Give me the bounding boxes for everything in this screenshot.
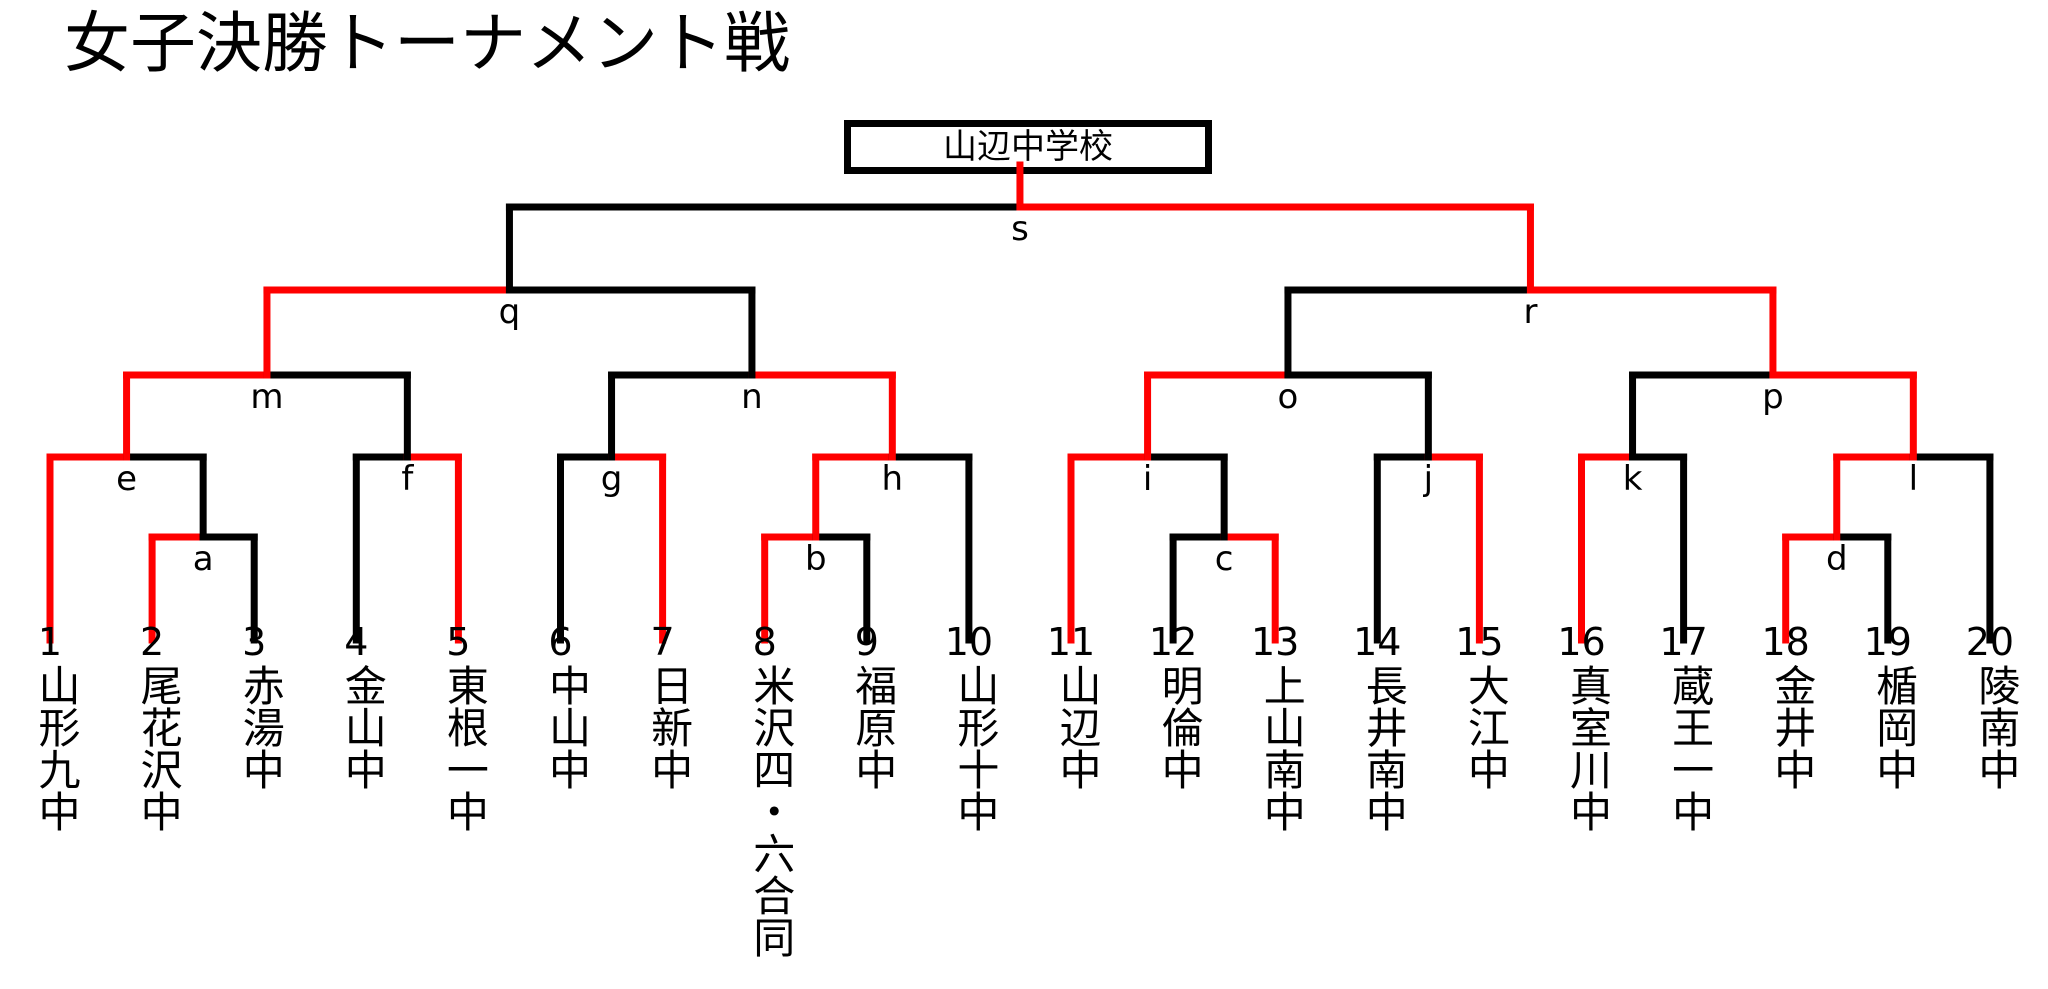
match-label-h: h — [882, 459, 904, 499]
match-label-j: j — [1423, 459, 1433, 499]
page-title: 女子決勝トーナメント戦 — [64, 5, 790, 82]
match-label-o: o — [1278, 377, 1299, 417]
team-seed: 12 — [1148, 620, 1198, 664]
team-seed: 3 — [242, 620, 267, 664]
match-label-m: m — [250, 377, 283, 417]
team-seed: 20 — [1965, 620, 2015, 664]
team-school-name: 長井南中 — [1359, 664, 1409, 832]
team-seed: 19 — [1863, 620, 1912, 664]
team-school-name: 真室川中 — [1563, 664, 1613, 832]
team-school-name: 福原中 — [848, 664, 898, 790]
team-school-name: 米沢四・六合同 — [746, 664, 796, 958]
team-seed: 18 — [1761, 620, 1810, 664]
match-label-p: p — [1762, 377, 1784, 417]
team-school-name: 山形九中 — [32, 664, 81, 832]
team-seed: 11 — [1046, 620, 1096, 664]
team-seed: 7 — [650, 620, 675, 664]
team-school-name: 楯岡中 — [1869, 664, 1919, 790]
team-school-name: 金山中 — [338, 664, 388, 790]
team-seed: 4 — [344, 620, 369, 664]
team-seed: 14 — [1353, 620, 1402, 664]
team-seed: 10 — [944, 620, 994, 664]
match-label-e: e — [116, 459, 137, 499]
match-label-b: b — [805, 539, 827, 579]
team-school-name: 東根一中 — [440, 664, 490, 832]
team-school-name: 日新中 — [644, 664, 694, 790]
match-label-l: l — [1909, 459, 1918, 499]
team-seed: 13 — [1251, 620, 1300, 664]
team-seed: 17 — [1659, 620, 1708, 664]
team-school-name: 赤湯中 — [236, 664, 286, 790]
match-label-q: q — [499, 292, 521, 332]
team-school-name: 明倫中 — [1155, 664, 1205, 790]
team-seed: 6 — [548, 620, 573, 664]
match-label-d: d — [1826, 539, 1848, 579]
team-seed: 5 — [446, 620, 471, 664]
team-school-name: 山辺中 — [1053, 664, 1102, 790]
team-seed: 16 — [1557, 620, 1606, 664]
match-label-s: s — [1011, 209, 1029, 249]
champion-box: 山辺中学校 — [844, 120, 1212, 174]
match-label-i: i — [1143, 459, 1152, 499]
match-label-k: k — [1623, 459, 1643, 499]
team-school-name: 中山中 — [542, 664, 592, 790]
team-seed: 9 — [854, 620, 879, 664]
team-school-name: 陵南中 — [1971, 664, 2021, 790]
match-label-c: c — [1215, 539, 1234, 579]
match-label-a: a — [193, 539, 214, 579]
match-label-r: r — [1523, 292, 1537, 332]
team-seed: 15 — [1455, 620, 1504, 664]
match-label-f: f — [401, 459, 414, 499]
team-school-name: 蔵王一中 — [1665, 664, 1715, 832]
champion-name: 山辺中学校 — [943, 127, 1113, 167]
team-school-name: 尾花沢中 — [134, 664, 184, 832]
team-seed: 1 — [37, 620, 63, 664]
team-school-name: 山形十中 — [950, 664, 1000, 832]
match-label-g: g — [601, 459, 623, 499]
team-school-name: 大江中 — [1461, 664, 1511, 790]
team-school-name: 上山南中 — [1257, 664, 1307, 832]
team-school-name: 金井中 — [1767, 664, 1817, 790]
match-label-n: n — [741, 377, 763, 417]
team-seed: 8 — [752, 620, 777, 664]
team-seed: 2 — [140, 620, 165, 664]
